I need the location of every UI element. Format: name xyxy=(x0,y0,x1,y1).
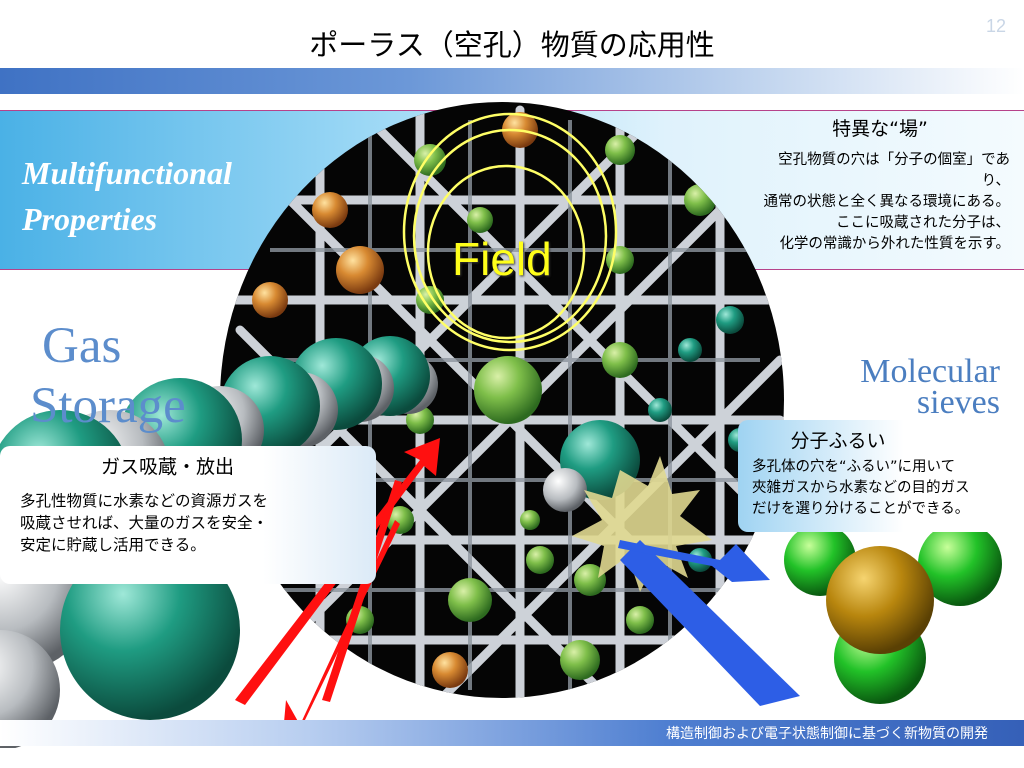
gas-storage-text: 多孔性物質に水素などの資源ガスを 吸蔵させれば、大量のガスを安全・ 安定に貯蔵し… xyxy=(20,490,360,556)
molecular-sieves-heading: Molecular sieves xyxy=(830,353,1000,421)
gas-storage-line: 安定に貯蔵し活用できる。 xyxy=(20,536,206,554)
molecular-sieves-line: 多孔体の穴を“ふるい”に用いて xyxy=(752,459,956,475)
gas-storage-box xyxy=(0,446,376,584)
molecular-sieves-text: 多孔体の穴を“ふるい”に用いて 夾雑ガスから水素などの目的ガス だけを選り分ける… xyxy=(752,457,1014,520)
header-gradient-bar xyxy=(0,68,1024,94)
multifunctional-line2: Properties xyxy=(22,201,158,237)
special-field-title: 特異な“場” xyxy=(832,118,928,140)
slide-title: ポーラス（空孔）物質の応用性 xyxy=(309,28,715,62)
special-field-line: り、 xyxy=(981,173,1010,189)
gas-storage-line: 多孔性物質に水素などの資源ガスを xyxy=(20,492,269,510)
molecular-sieves-line1: Molecular xyxy=(860,353,1000,390)
gas-storage-line2: Storage xyxy=(30,378,186,434)
special-field-text: 空孔物質の穴は「分子の個室」であ り、 通常の状態と全く異なる環境にある。 ここ… xyxy=(700,150,1011,255)
special-field-line: 通常の状態と全く異なる環境にある。 xyxy=(763,194,1011,210)
special-field-line: 化学の常識から外れた性質を示す。 xyxy=(779,236,1010,252)
gas-storage-heading: Gas Storage xyxy=(30,316,186,436)
special-field-line: ここに吸蔵された分子は、 xyxy=(836,215,1010,231)
gas-storage-title: ガス吸蔵・放出 xyxy=(100,456,234,478)
molecular-sieves-line2: sieves xyxy=(916,384,1000,421)
multifunctional-heading: Multifunctional Properties xyxy=(22,150,232,242)
gas-storage-line1: Gas xyxy=(42,318,122,374)
footer-gradient-bar xyxy=(0,720,1024,746)
page-number: 12 xyxy=(985,16,1006,36)
molecular-sieves-box xyxy=(738,420,1014,532)
molecular-sieves-title: 分子ふるい xyxy=(790,430,886,452)
field-label: Field xyxy=(452,233,552,285)
gas-storage-line: 吸蔵させれば、大量のガスを安全・ xyxy=(20,514,269,532)
footer-text: 構造制御および電子状態制御に基づく新物質の開発 xyxy=(666,726,988,742)
multifunctional-line1: Multifunctional xyxy=(22,155,232,191)
molecular-sieves-line: 夾雑ガスから水素などの目的ガス xyxy=(752,480,970,496)
special-field-line: 空孔物質の穴は「分子の個室」であ xyxy=(778,152,1010,168)
molecular-sieves-line: だけを選り分けることができる。 xyxy=(752,501,970,517)
